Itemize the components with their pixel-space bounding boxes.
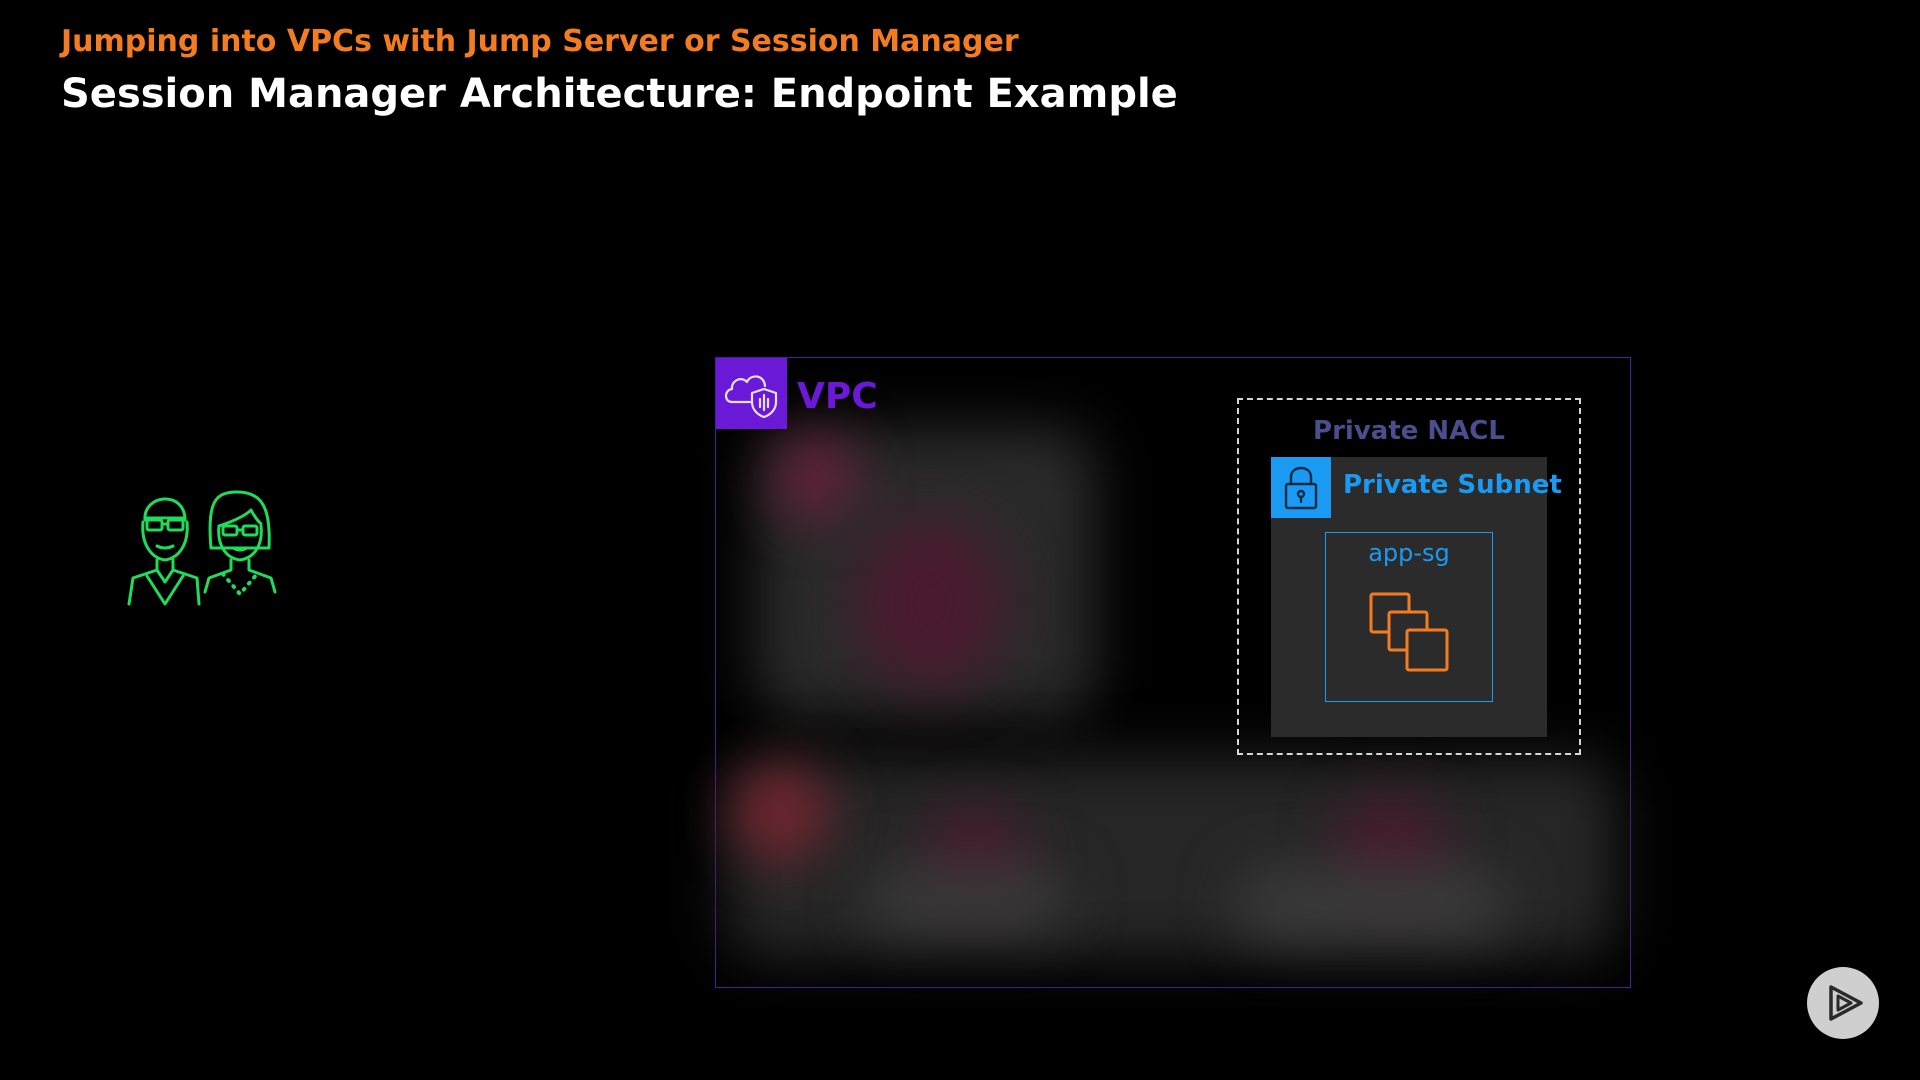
slide-kicker: Jumping into VPCs with Jump Server or Se… [61,24,1019,59]
blurred-highlight [776,438,856,518]
blurred-highlight [856,518,1006,688]
private-nacl: Private NACL Private Subnet app-sg [1237,398,1581,755]
slide-title: Session Manager Architecture: Endpoint E… [61,71,1178,117]
vpc-boundary: VPC Private NACL Private Subnet app-sg [715,357,1631,988]
blurred-highlight [736,768,826,858]
vpc-label: VPC [797,376,878,417]
security-group-app-sg: app-sg [1325,532,1493,702]
ec2-instances-icon [1366,588,1456,678]
blurred-region [866,868,1066,928]
nacl-label: Private NACL [1313,416,1505,446]
users-icon [125,482,280,607]
blurred-region [1236,868,1506,938]
vpc-cloud-shield-icon [716,358,787,429]
security-group-label: app-sg [1368,539,1450,567]
play-logo-button[interactable] [1807,967,1879,1039]
private-subnet: Private Subnet app-sg [1271,457,1562,737]
subnet-label: Private Subnet [1343,470,1562,500]
lock-icon [1271,457,1331,518]
play-logo-icon [1829,985,1863,1021]
